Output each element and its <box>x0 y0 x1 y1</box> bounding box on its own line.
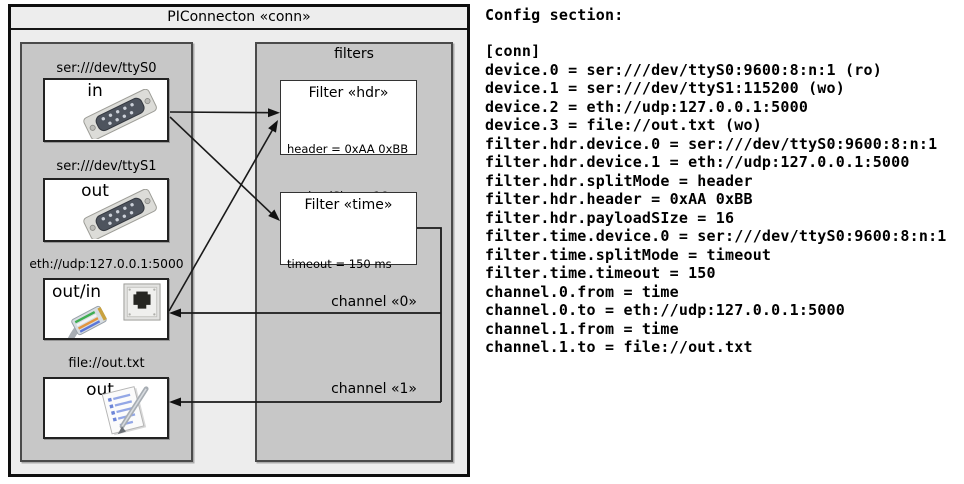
device-box-file: out <box>43 377 169 439</box>
config-section-title: Config section: <box>485 6 624 24</box>
device-box-eth: out/in <box>43 278 169 340</box>
channel-0-label: channel «0» <box>331 294 417 310</box>
port-label-out: out <box>81 181 109 201</box>
filter-time-title: Filter «time» <box>304 197 393 213</box>
notepad-file-icon <box>101 386 149 436</box>
diagram-title: PIConnecton «conn» <box>11 7 467 30</box>
filters-group-title: filters <box>334 46 374 62</box>
port-label-out-in: out/in <box>52 282 102 302</box>
filter-hdr-title: Filter «hdr» <box>308 85 389 101</box>
device-label-ttys0: ser:///dev/ttyS0 <box>56 61 157 76</box>
filter-hdr-attr-header: header = 0xAA 0xBB <box>287 142 409 156</box>
serial-db9-icon <box>83 189 157 239</box>
device-label-ttys1: ser:///dev/ttyS1 <box>56 159 157 174</box>
device-box-ttys1: out <box>43 178 169 242</box>
ethernet-plug-icon <box>63 305 107 338</box>
device-box-ttys0: in <box>43 78 169 142</box>
filter-box-hdr: Filter «hdr» header = 0xAA 0xBB payloadS… <box>280 80 417 203</box>
filter-time-attr-timeout: timeout = 150 ms <box>287 257 392 271</box>
device-label-file: file://out.txt <box>68 356 145 371</box>
serial-db9-icon <box>83 89 157 139</box>
port-label-in: in <box>87 81 103 101</box>
filter-box-time: Filter «time» timeout = 150 ms <box>280 192 417 271</box>
config-section-body: [conn] device.0 = ser:///dev/ttyS0:9600:… <box>485 42 947 356</box>
channel-1-label: channel «1» <box>331 381 417 397</box>
device-label-eth: eth://udp:127.0.0.1:5000 <box>29 257 184 271</box>
ethernet-rj45-icon <box>123 283 161 321</box>
